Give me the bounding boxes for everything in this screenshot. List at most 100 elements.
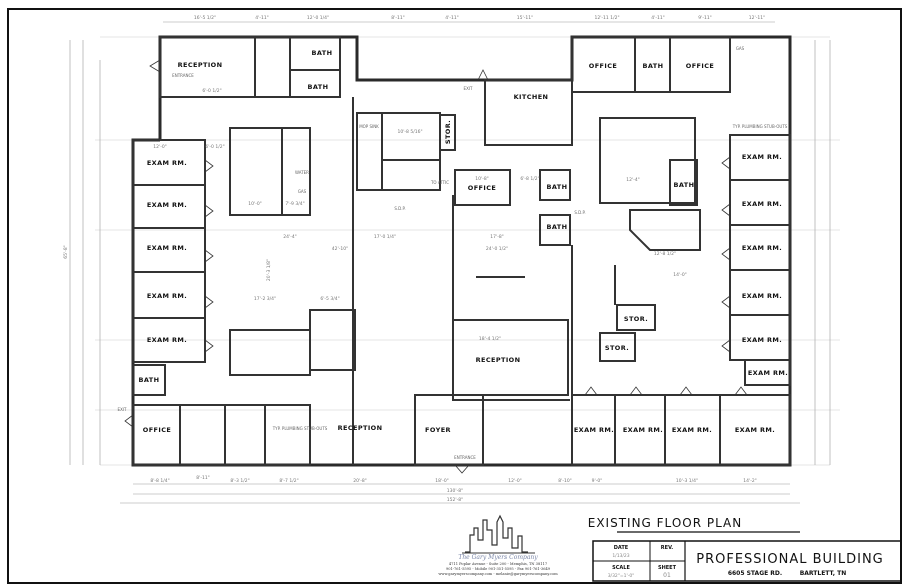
room-label: BATH bbox=[312, 49, 333, 57]
room-label: RECEPTION bbox=[338, 424, 383, 432]
sheet-border bbox=[7, 8, 902, 584]
note: TO ATTIC bbox=[430, 180, 449, 185]
note: S.D.P. bbox=[394, 206, 405, 211]
company-address: 4711 Poplar Avenue - Suite 200 - Memphis… bbox=[449, 562, 548, 566]
dim-bottom: 8'-10" bbox=[558, 478, 572, 484]
project-name: PROFESSIONAL BUILDING bbox=[696, 552, 884, 567]
address-city: BARTLETT, TN bbox=[800, 570, 847, 577]
company-logo: The Gary Myers Company 4711 Poplar Avenu… bbox=[438, 514, 558, 576]
title-block: EXISTING FLOOR PLAN DATE 1/13/23 REV. SC… bbox=[588, 510, 902, 582]
door-swings bbox=[124, 59, 748, 474]
company-name: The Gary Myers Company bbox=[458, 554, 538, 561]
room-label: STOR. bbox=[624, 315, 648, 323]
rev-label: REV. bbox=[661, 545, 673, 551]
note: GAS bbox=[298, 189, 307, 194]
dim-overall-inner: 130'-8" bbox=[447, 488, 463, 494]
room-label: BATH bbox=[674, 181, 695, 189]
room-labels: RECEPTION ENTRANCE BATH BATH EXAM RM. EX… bbox=[118, 49, 788, 460]
room-label: BATH bbox=[139, 376, 160, 384]
room-label: FOYER bbox=[425, 426, 451, 434]
dim-interior: 14'-0" bbox=[673, 272, 687, 278]
dim-top: 4'-11" bbox=[651, 15, 665, 21]
dim-top: 8'-11" bbox=[391, 15, 405, 21]
dim-top: 4'-11" bbox=[255, 15, 269, 21]
dim-interior: 42'-10" bbox=[332, 246, 348, 252]
company-phones: 901-761-5595 - Mobile 901-351-5595 - Fax… bbox=[446, 567, 551, 571]
dim-top: 12'-11 1/2" bbox=[594, 15, 619, 21]
room-label: RECEPTION bbox=[178, 61, 223, 69]
scale-label: SCALE bbox=[612, 565, 630, 571]
dim-interior: 12'-0" bbox=[153, 144, 167, 150]
room-label: EXAM RM. bbox=[742, 244, 782, 252]
dim-interior: 6'-8 1/2" bbox=[520, 176, 539, 182]
sheet-label: SHEET bbox=[658, 565, 677, 571]
room-label: STOR. bbox=[605, 344, 629, 352]
dim-interior: 24'-0 1/2" bbox=[486, 246, 508, 252]
note: MOP SINK bbox=[359, 124, 379, 129]
room-label: OFFICE bbox=[686, 62, 714, 70]
dim-interior: 12'-4" bbox=[626, 177, 640, 183]
dim-interior: 17'-0 1/4" bbox=[374, 234, 396, 240]
dim-interior: 24'-4" bbox=[283, 234, 297, 240]
dim-bottom: 8'-3 1/2" bbox=[230, 478, 249, 484]
room-label: EXAM RM. bbox=[742, 336, 782, 344]
dim-top: 16'-5 1/2" bbox=[194, 15, 216, 21]
dim-left-overall: 65'-8" bbox=[63, 245, 69, 259]
dim-interior: 10'-8" bbox=[475, 176, 489, 182]
room-label: BATH bbox=[643, 62, 664, 70]
interior-dimensions: 12'-0" 6'-0 1/2" 10'-0" 7'-9 3/4" 24'-4"… bbox=[153, 88, 687, 342]
room-label: EXAM RM. bbox=[742, 153, 782, 161]
dim-top: 12'-11" bbox=[749, 15, 765, 21]
room-label: ENTRANCE bbox=[172, 73, 194, 78]
interior-walls bbox=[132, 36, 791, 466]
dim-interior: 10'-0" bbox=[248, 201, 262, 207]
sheet-title: EXISTING FLOOR PLAN bbox=[588, 516, 743, 530]
dim-bottom: 18'-0" bbox=[435, 478, 449, 484]
plan-notes: MOP SINK WATER GAS GAS S.D.P. S.D.P. TYP… bbox=[272, 46, 788, 431]
dim-interior: 7'-9 3/4" bbox=[285, 201, 304, 207]
address-street: 6605 STAGE RD. bbox=[728, 570, 782, 577]
room-label: EXIT bbox=[464, 86, 473, 91]
dim-bottom: 10'-3 1/4" bbox=[676, 478, 698, 484]
sheet-value: 01 bbox=[663, 572, 671, 579]
dim-interior: 18'-4 1/2" bbox=[479, 336, 501, 342]
note: GAS bbox=[736, 46, 745, 51]
date-value: 1/13/23 bbox=[612, 553, 629, 559]
dim-interior: 6'-5 3/4" bbox=[320, 296, 339, 302]
dim-top: 4'-11" bbox=[445, 15, 459, 21]
note: TYP. PLUMBING STUB-OUTS bbox=[272, 426, 328, 431]
room-label: RECEPTION bbox=[476, 356, 521, 364]
room-label: OFFICE bbox=[468, 184, 496, 192]
bottom-dimensions: 8'-8 1/4" 8'-11" 8'-3 1/2" 8'-7 1/2" 20'… bbox=[63, 245, 757, 503]
dim-top: 15'-11" bbox=[517, 15, 533, 21]
room-label: EXAM RM. bbox=[672, 426, 712, 434]
dim-interior: 20'-3 1/8" bbox=[266, 259, 272, 281]
dim-top: 12'-0 1/4" bbox=[307, 15, 329, 21]
room-label: EXAM RM. bbox=[742, 292, 782, 300]
room-label: EXAM RM. bbox=[147, 159, 187, 167]
skyline-icon bbox=[465, 514, 528, 553]
room-label: EXAM RM. bbox=[748, 369, 788, 377]
room-label: EXAM RM. bbox=[147, 201, 187, 209]
room-label: ENTRANCE bbox=[454, 455, 476, 460]
dim-interior: 17'-2 3/4" bbox=[254, 296, 276, 302]
room-label: EXAM RM. bbox=[147, 336, 187, 344]
dimension-guides bbox=[69, 21, 840, 504]
room-label: BATH bbox=[547, 223, 568, 231]
date-label: DATE bbox=[614, 545, 629, 551]
room-label: STOR. bbox=[444, 120, 452, 144]
room-label: EXAM RM. bbox=[147, 292, 187, 300]
dim-bottom: 14'-2" bbox=[743, 478, 757, 484]
dim-interior: 17'-8" bbox=[490, 234, 504, 240]
company-web: www.garymyerscompany.com - melanie@garym… bbox=[438, 572, 558, 576]
room-label: BATH bbox=[308, 83, 329, 91]
dim-interior: 6'-0 1/2" bbox=[202, 88, 221, 94]
room-label: EXAM RM. bbox=[742, 200, 782, 208]
dim-bottom: 8'-8 1/4" bbox=[150, 478, 169, 484]
dim-bottom: 12'-0" bbox=[508, 478, 522, 484]
room-label: EXAM RM. bbox=[147, 244, 187, 252]
note: TYP. PLUMBING STUB-OUTS bbox=[732, 124, 788, 129]
top-dimensions: 16'-5 1/2" 4'-11" 12'-0 1/4" 8'-11" 4'-1… bbox=[194, 15, 765, 21]
dim-overall: 152'-8" bbox=[447, 497, 463, 503]
